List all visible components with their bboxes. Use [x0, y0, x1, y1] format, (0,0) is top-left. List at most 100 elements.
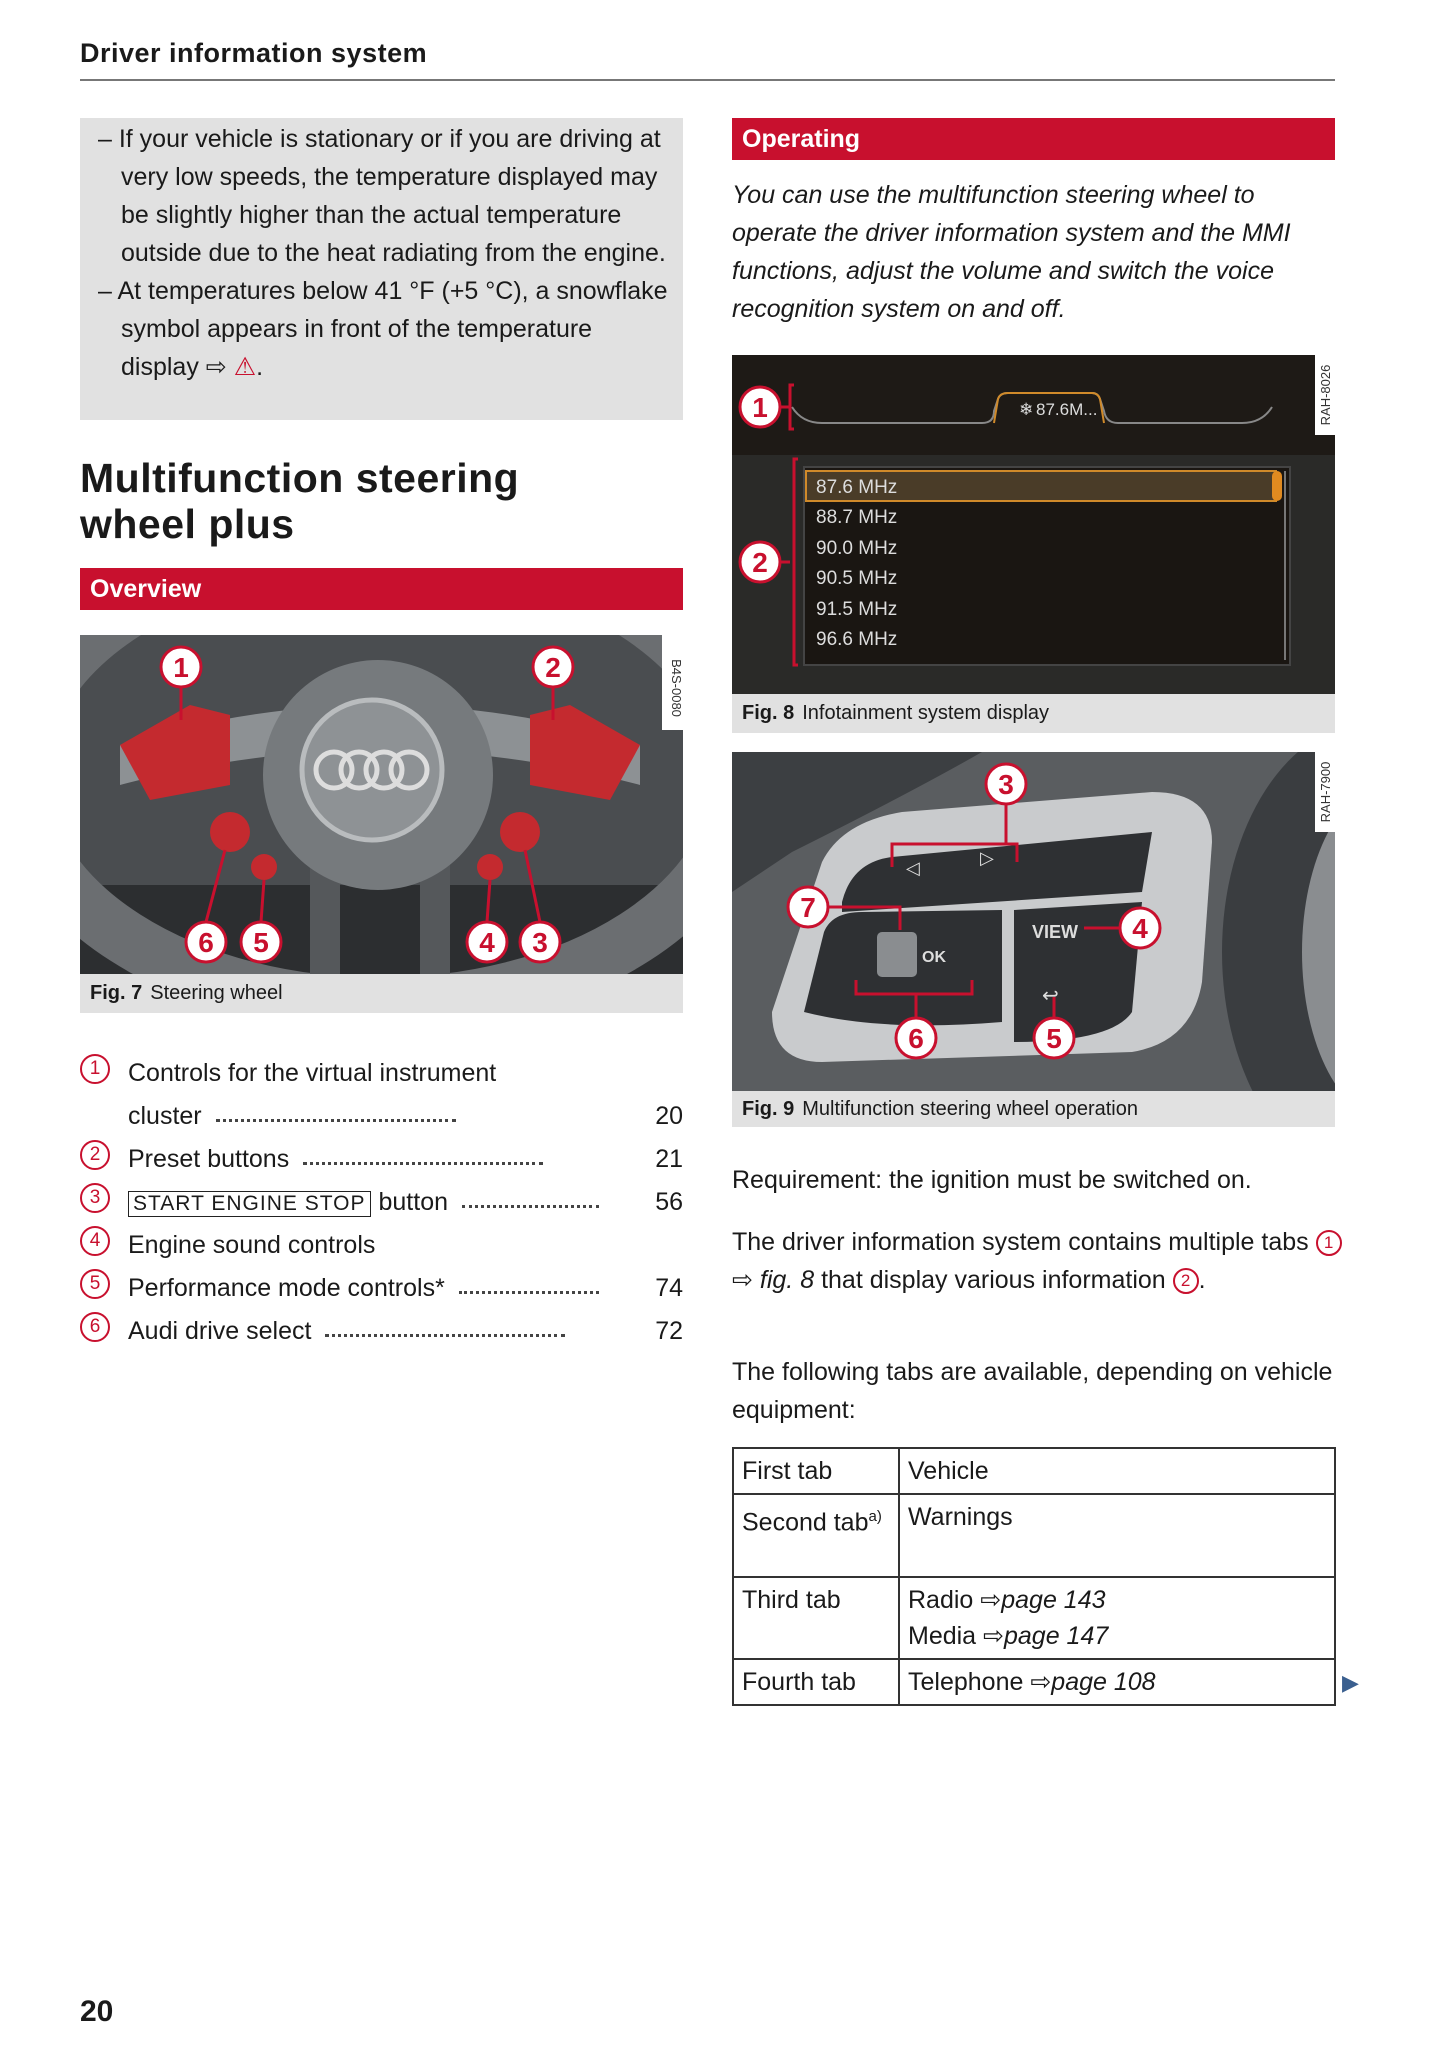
legend-item: 1 Controls for the virtual instrument	[80, 1045, 683, 1088]
steering-wheel-operation-figure: ◁ ▷ OK VIEW ↩ 3 4 5 6 7 RAH-7900	[732, 752, 1335, 1091]
content-text: Telephone	[908, 1668, 1024, 1696]
legend-page[interactable]: 20	[655, 1102, 683, 1130]
caption-number: Fig. 9	[742, 1098, 795, 1120]
station-item[interactable]: 90.0 MHz	[816, 538, 897, 559]
tab-name-text: Second tab	[742, 1508, 869, 1537]
operating-intro: You can use the multifunction steering w…	[732, 181, 1291, 323]
legend-page[interactable]: 74	[655, 1274, 683, 1302]
leader-dots	[458, 1291, 599, 1294]
figure-link[interactable]: fig. 8	[759, 1266, 815, 1294]
callout-ref-2: 2	[1172, 1268, 1199, 1295]
steering-wheel-figure: 1 2 3 4 5 6 B4S-0080	[80, 635, 683, 974]
left-control-cluster	[120, 705, 230, 800]
note-item: – At temperatures below 41 °F (+5 °C), a…	[98, 272, 669, 386]
tabs-intro: The following tabs are available, depend…	[732, 1358, 1333, 1424]
leader-dots	[303, 1162, 544, 1165]
callouts: 1 2 3 4 5 6	[159, 645, 575, 964]
thumbwheel-icon	[877, 932, 917, 977]
ref-arrow-icon: ⇨	[1030, 1668, 1052, 1696]
note-item-text: – At temperatures below 41 °F (+5 °C), a…	[98, 277, 668, 381]
steering-wheel-operation-illustration: ◁ ▷ OK VIEW ↩ 3 4 5 6 7 RAH-7900	[732, 752, 1335, 1091]
caption-text: Steering wheel	[150, 982, 283, 1004]
ok-label: OK	[922, 949, 946, 966]
note-box: – If your vehicle is stationary or if yo…	[80, 118, 683, 420]
legend-number: 5	[80, 1269, 110, 1299]
callout-1: 1	[752, 392, 768, 423]
callout-7: 7	[800, 892, 816, 923]
leader-dots	[462, 1205, 599, 1208]
operating-heading: Operating	[732, 118, 1335, 160]
station-item[interactable]: 90.5 MHz	[816, 568, 897, 589]
requirement-text: Requirement: the ignition must be switch…	[732, 1166, 1252, 1194]
view-label: VIEW	[1032, 922, 1078, 942]
caption-number: Fig. 7	[90, 982, 143, 1004]
station-item[interactable]: 96.6 MHz	[816, 629, 897, 650]
content-text: Media	[908, 1622, 977, 1650]
ref-arrow-icon: ⇨	[205, 353, 227, 381]
tab-label[interactable]: 87.6M...	[1036, 400, 1097, 419]
caption-text: Multifunction steering wheel operation	[802, 1098, 1138, 1120]
tab-content: Vehicle	[898, 1447, 1336, 1495]
header-rule	[80, 79, 1335, 81]
callout-5: 5	[253, 927, 269, 958]
audi-rings-logo	[313, 749, 430, 791]
para-text: The driver information system contains m…	[732, 1228, 1309, 1256]
section-title: Multifunction steering wheel plus	[80, 455, 520, 547]
page-link[interactable]: page 108	[1051, 1668, 1156, 1696]
legend-text: button	[378, 1188, 449, 1216]
legend-text: cluster	[128, 1102, 202, 1130]
fig7-caption: Fig. 7 Steering wheel	[80, 974, 683, 1013]
page-link[interactable]: page 143	[1001, 1586, 1106, 1614]
page-number: 20	[80, 1995, 114, 2028]
overview-heading: Overview	[80, 568, 683, 610]
callout-6: 6	[908, 1023, 924, 1054]
page-link[interactable]: page 147	[1004, 1622, 1109, 1650]
content-text: Radio	[908, 1586, 974, 1614]
legend-item-continued: cluster 20	[80, 1088, 683, 1131]
station-item[interactable]: 88.7 MHz	[816, 507, 897, 528]
legend-number: 2	[80, 1140, 110, 1170]
tab-content: Radio ⇨page 143 Media ⇨page 147	[898, 1576, 1336, 1660]
legend-page[interactable]: 21	[655, 1145, 683, 1173]
note-item: – If your vehicle is stationary or if yo…	[98, 125, 666, 267]
caption-text: Infotainment system display	[802, 702, 1050, 724]
callout-3: 3	[532, 927, 548, 958]
legend-page[interactable]: 56	[655, 1188, 683, 1216]
leader-dots	[215, 1119, 456, 1122]
legend-text: Preset buttons	[128, 1145, 290, 1173]
callout-6: 6	[198, 927, 214, 958]
legend-page[interactable]: 72	[655, 1317, 683, 1345]
callout-1: 1	[173, 652, 189, 683]
figure-code: B4S-0080	[669, 659, 683, 717]
note-end: .	[256, 353, 264, 381]
figure-code: RAH-7900	[1318, 762, 1333, 823]
tabs-paragraph: The driver information system contains m…	[732, 1223, 1342, 1299]
callout-2: 2	[545, 652, 561, 683]
ref-arrow-icon: ⇨	[980, 1586, 1002, 1614]
warning-icon[interactable]: ⚠	[233, 353, 257, 381]
snowflake-icon: ❄	[1019, 400, 1033, 419]
infotainment-display-illustration: ❄ 87.6M... 87.6 MHz 88.7 MHz 90.0 MHz 90…	[732, 355, 1335, 694]
tab-name: Third tab	[732, 1576, 900, 1660]
figure-code: RAH-8026	[1318, 365, 1333, 426]
station-item-selected[interactable]: 87.6 MHz	[816, 477, 897, 498]
legend-item: 2 Preset buttons 21	[80, 1131, 683, 1174]
para-text: that display various information	[821, 1266, 1166, 1294]
running-header: Driver information system	[80, 38, 428, 68]
tab-name: First tab	[732, 1447, 900, 1495]
station-item[interactable]: 91.5 MHz	[816, 599, 897, 620]
legend-text: Audi drive select	[128, 1317, 312, 1345]
back-arrow-icon: ↩	[1042, 985, 1059, 1007]
arrow-left-icon: ◁	[906, 858, 920, 878]
legend-text: Controls for the virtual instrument	[128, 1059, 497, 1087]
legend-number: 1	[80, 1054, 110, 1084]
callout-5: 5	[1046, 1023, 1062, 1054]
view-back-panel	[1014, 902, 1142, 1042]
start-engine-stop-key: START ENGINE STOP	[128, 1191, 371, 1217]
footnote-marker: a)	[868, 1508, 882, 1525]
